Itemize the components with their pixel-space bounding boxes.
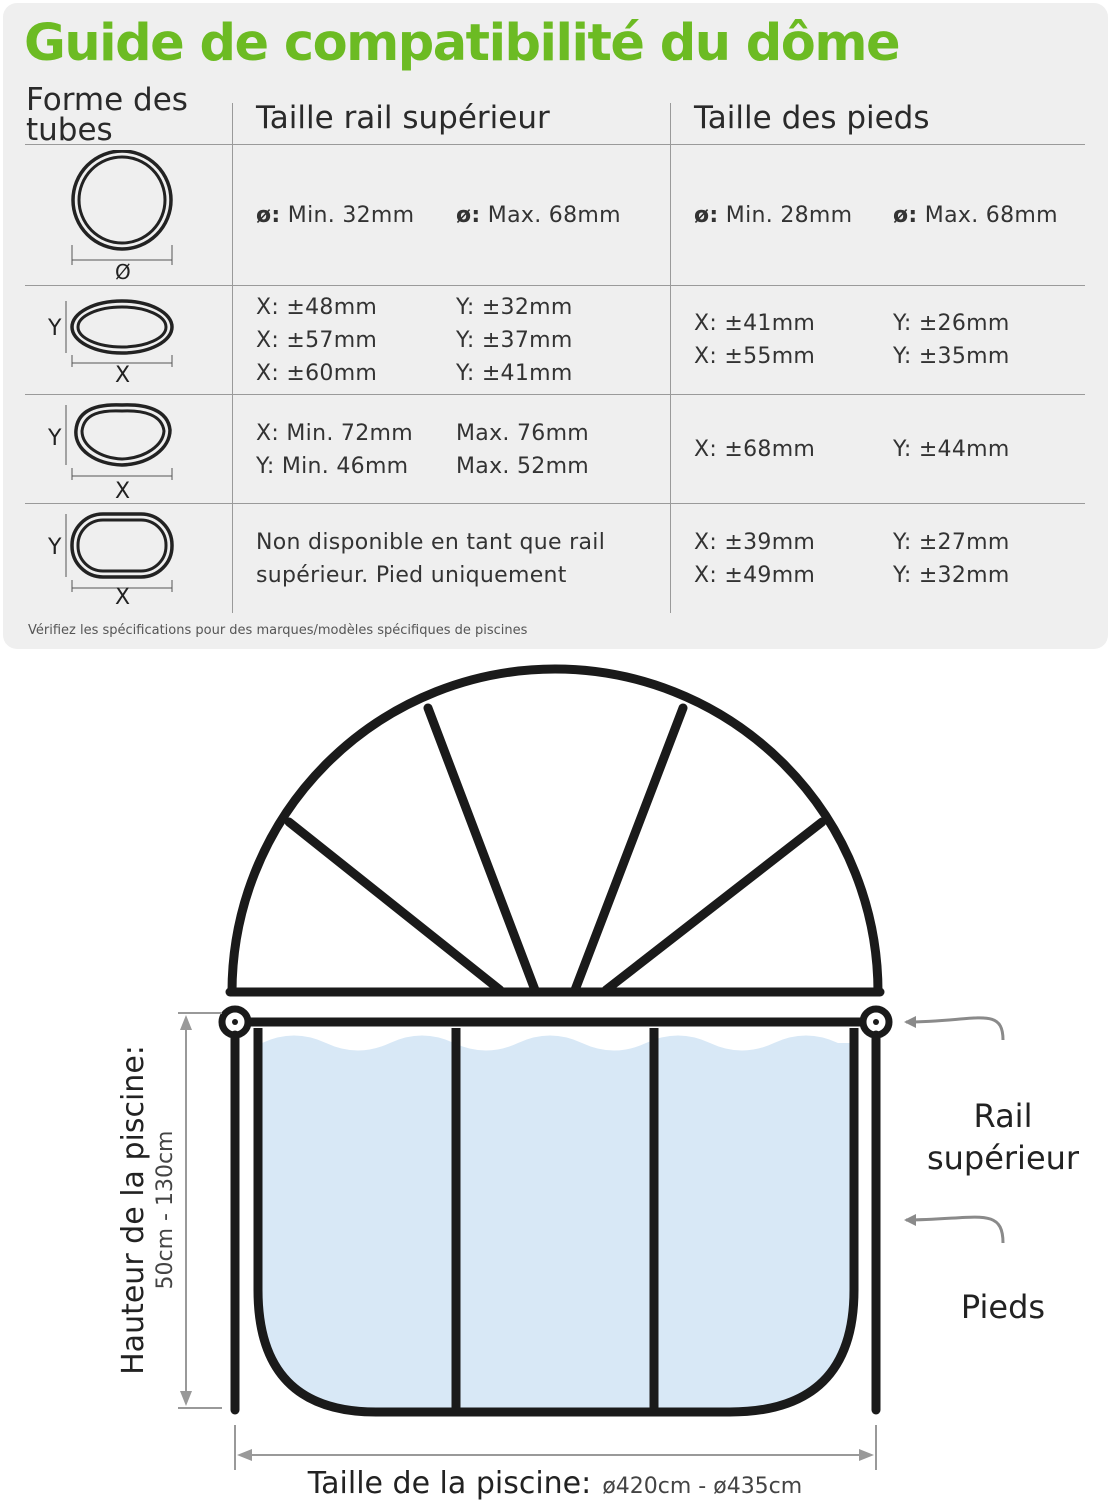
pool-wall (253, 1028, 859, 1417)
header-shape-line2: tubes (26, 112, 113, 148)
feet-value: ø: Min. 28mm (694, 203, 853, 228)
pool-water (262, 1035, 850, 1410)
rail-value: X: ±60mm (256, 361, 378, 386)
rail-value: Y: ±37mm (456, 328, 573, 353)
header-feet: Taille des pieds (694, 100, 930, 136)
feet-value: Y: ±35mm (893, 344, 1010, 369)
shape-dim-label: X (115, 479, 131, 504)
rail-value: ø: Max. 68mm (456, 203, 621, 228)
round-tube-icon (71, 150, 173, 265)
column-divider (670, 103, 671, 613)
compatibility-panel (3, 3, 1108, 649)
rail-value: Max. 52mm (456, 454, 590, 479)
size-dimension (234, 1425, 877, 1470)
size-caption: Taille de la piscine: ø420cm - ø435cm (307, 1466, 802, 1500)
size-label: Taille de la piscine: (307, 1466, 591, 1500)
page-title: Guide de compatibilité du dôme (24, 14, 901, 73)
rail-value: Y: ±41mm (456, 361, 573, 386)
shape-dim-label: Y (48, 426, 62, 451)
feet-value: X: ±39mm (694, 530, 816, 555)
feet-value: X: ±55mm (694, 344, 816, 369)
feet-value: ø: Max. 68mm (893, 203, 1058, 228)
shape-dim-label: Y (48, 535, 62, 560)
feet-value: Y: ±26mm (893, 311, 1010, 336)
rail-value: Max. 76mm (456, 421, 590, 446)
rail-value: Y: ±32mm (456, 295, 573, 320)
rounded-rect-tube-icon (65, 512, 174, 592)
header-shape-line1: Forme des (26, 82, 188, 118)
rail-value: ø: Min. 32mm (256, 203, 415, 228)
egg-tube-icon (65, 403, 173, 480)
feet-pointer-arrow (904, 1213, 1005, 1244)
feet-value: X: ±68mm (694, 437, 816, 462)
height-range: 50cm - 130cm (153, 1131, 178, 1290)
column-divider (232, 103, 233, 613)
feet-value: X: ±41mm (694, 311, 816, 336)
table-divider (25, 394, 1085, 395)
table-divider (25, 144, 1085, 145)
rail-label-line2: supérieur (927, 1139, 1080, 1177)
feet-value: X: ±49mm (694, 563, 816, 588)
rail-value: X: ±57mm (256, 328, 378, 353)
footnote: Vérifiez les spécifications pour des mar… (28, 623, 528, 638)
rail-value: X: Min. 72mm (256, 421, 413, 446)
header-top-rail: Taille rail supérieur (256, 100, 550, 136)
feet-label: Pieds (961, 1288, 1045, 1326)
feet-value: Y: ±32mm (893, 563, 1010, 588)
height-label: Hauteur de la piscine: (116, 1045, 151, 1375)
rail-pointer-arrow (904, 1015, 1005, 1041)
feet-value: Y: ±27mm (893, 530, 1010, 555)
shape-dim-label: Y (48, 316, 62, 341)
legs (230, 1030, 881, 1415)
table-divider (25, 503, 1085, 504)
oval-tube-icon (65, 299, 174, 367)
rail-label-line1: Rail (974, 1097, 1033, 1135)
dome-pool-diagram: Rail supérieur Pieds Hauteur de la pisci… (116, 664, 1080, 1500)
rail-note: supérieur. Pied uniquement (256, 563, 567, 588)
shape-dim-label: X (115, 585, 131, 610)
table-divider (25, 285, 1085, 286)
size-range: ø420cm - ø435cm (602, 1474, 802, 1499)
height-dimension (178, 1012, 222, 1409)
shape-dim-label: X (115, 363, 131, 388)
rail-value: Y: Min. 46mm (256, 454, 409, 479)
feet-value: Y: ±44mm (893, 437, 1010, 462)
rail-value: X: ±48mm (256, 295, 378, 320)
shape-dim-label: Ø (115, 260, 131, 284)
rail-note: Non disponible en tant que rail (256, 530, 606, 555)
dome (225, 664, 885, 997)
